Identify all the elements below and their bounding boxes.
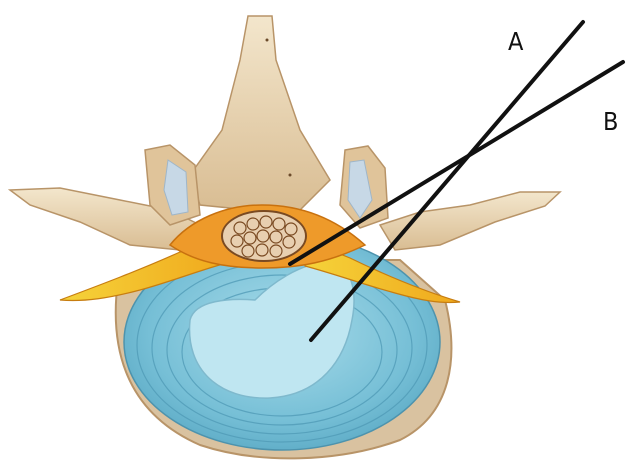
bone-dot: [289, 174, 292, 177]
right-transverse-process: [380, 192, 560, 250]
spinous-process: [190, 16, 330, 210]
bone-dot: [266, 39, 269, 42]
label-a: A: [508, 27, 524, 56]
label-b: B: [603, 107, 618, 136]
